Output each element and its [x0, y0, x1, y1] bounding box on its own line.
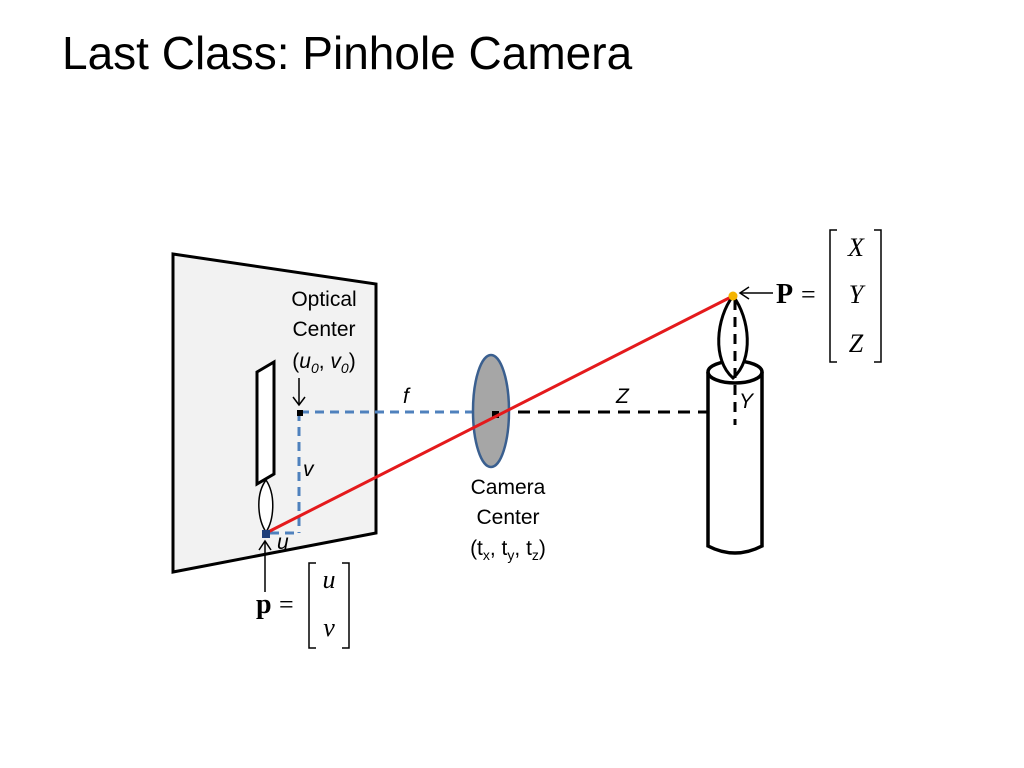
image-vector-u: u	[323, 565, 336, 594]
optical-center-label-line1: Optical	[291, 288, 356, 311]
image-candle-body	[255, 359, 276, 487]
image-point-equals: =	[279, 590, 294, 619]
candle-flame	[717, 293, 749, 380]
world-point-arrowhead	[738, 286, 750, 300]
image-point-arrowhead	[258, 539, 272, 551]
world-point-equals: =	[801, 280, 816, 309]
height-label: Y	[739, 390, 755, 413]
camera-center-label-line2: Center	[476, 506, 539, 529]
projection-ray	[265, 294, 734, 535]
camera-center-point	[492, 411, 499, 418]
v-label: v	[303, 458, 315, 481]
optical-center-coords: (u0, v0)	[292, 350, 355, 376]
focal-length-label: f	[403, 385, 411, 408]
optical-center-label-line2: Center	[292, 318, 355, 341]
world-vector-y: Y	[849, 280, 866, 309]
depth-label: Z	[615, 385, 630, 408]
candle-body	[706, 372, 764, 555]
image-point-symbol: p	[256, 589, 272, 620]
u-label: u	[277, 531, 289, 554]
world-point-marker	[728, 291, 738, 301]
image-vector-right-bracket	[342, 562, 350, 649]
world-vector-right-bracket	[874, 229, 882, 363]
optical-center-arrowhead	[292, 396, 306, 407]
optical-center-point	[297, 410, 303, 416]
world-vector-z: Z	[849, 329, 864, 358]
world-vector-left-bracket	[829, 229, 837, 363]
image-point-marker	[262, 530, 270, 538]
image-vector-left-bracket	[308, 562, 316, 649]
image-vector-v: v	[323, 613, 335, 642]
slide-title: Last Class: Pinhole Camera	[62, 27, 633, 79]
camera-center-label-line1: Camera	[471, 476, 546, 499]
world-vector-x: X	[847, 233, 865, 262]
camera-center-coords: (tx, ty, tz)	[470, 537, 546, 563]
world-point-symbol: P	[776, 279, 793, 310]
